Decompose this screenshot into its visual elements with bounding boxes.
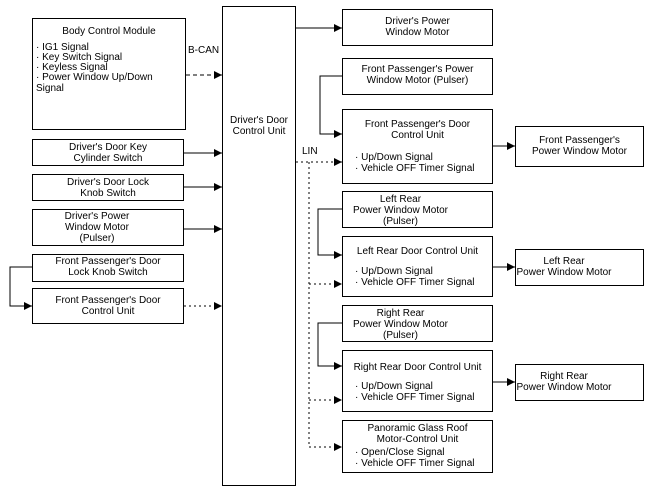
bcm-title: Body Control Module	[62, 26, 156, 37]
roof-control-unit-signals: · Open/Close Signal · Vehicle OFF Timer …	[355, 447, 475, 469]
fp-pulser-loop	[319, 75, 342, 138]
driver-motor-pulser-box	[32, 209, 184, 246]
lr-unit-title: Left Rear Door Control Unit	[356, 246, 479, 257]
rr-window-motor-box	[515, 364, 644, 401]
lr-pulser-box	[342, 191, 493, 228]
fp-pulser-box	[342, 58, 493, 95]
bcan-label: B-CAN	[188, 45, 220, 56]
rr-pulser-label: Right Rear Power Window Motor (Pulser)	[352, 308, 449, 341]
fp-lock-knob-switch-label: Front Passenger's Door Lock Knob Switch	[55, 256, 161, 278]
lr-unit-signals: · Up/Down Signal · Vehicle OFF Timer Sig…	[355, 266, 475, 288]
driver-door-control-unit-box	[222, 6, 296, 486]
driver-motor-pulser-label: Driver's Power Window Motor (Pulser)	[64, 211, 130, 244]
fp-control-unit-left-label: Front Passenger's Door Control Unit	[55, 295, 161, 317]
body-control-module-box	[32, 18, 186, 130]
lock-knob-switch-box	[32, 174, 184, 201]
rr-window-motor-label: Right Rear Power Window Motor	[516, 371, 612, 393]
driver-window-motor-label: Driver's Power Window Motor	[385, 16, 450, 38]
rr-pulser-box	[342, 305, 493, 342]
fp-lock-knob-loop	[9, 266, 32, 310]
bcm-signal: · Power Window Up/Down Signal	[36, 72, 153, 94]
key-cylinder-switch-box	[32, 139, 184, 166]
bcm-signal: · Key Switch Signal	[36, 52, 123, 63]
lock-knob-switch-label: Driver's Door Lock Knob Switch	[67, 177, 149, 199]
rr-pulser-loop	[317, 322, 342, 370]
fp-door-control-unit-box	[342, 109, 493, 184]
lr-pulser-label: Left Rear Power Window Motor (Pulser)	[352, 194, 449, 227]
fp-lock-knob-switch-box	[32, 254, 184, 282]
lin-label: LIN	[302, 146, 318, 157]
fp-window-motor-box	[515, 126, 644, 167]
fp-control-unit-left-box	[32, 288, 184, 324]
key-cylinder-switch-label: Driver's Door Key Cylinder Switch	[68, 142, 148, 164]
lr-pulser-loop	[317, 208, 342, 259]
bcm-signal: · IG1 Signal	[36, 42, 89, 53]
lr-door-control-unit-box	[342, 236, 493, 297]
fp-unit-title: Front Passenger's Door Control Unit	[364, 119, 471, 141]
driver-window-motor-box	[342, 9, 493, 46]
rr-unit-signals: · Up/Down Signal · Vehicle OFF Timer Sig…	[355, 381, 475, 403]
roof-control-unit-box	[342, 420, 493, 473]
fp-window-motor-label: Front Passenger's Power Window Motor	[531, 135, 628, 157]
fp-pulser-label: Front Passenger's Power Window Motor (Pu…	[361, 64, 474, 86]
roof-control-unit-title: Panoramic Glass Roof Motor-Control Unit	[367, 423, 468, 445]
bcm-signal: · Keyless Signal	[36, 62, 108, 73]
lr-window-motor-label: Left Rear Power Window Motor	[516, 256, 612, 278]
driver-door-control-unit-label: Driver's Door Control Unit	[229, 115, 289, 137]
rr-unit-title: Right Rear Door Control Unit	[353, 362, 482, 373]
lr-window-motor-box	[515, 249, 644, 286]
rr-door-control-unit-box	[342, 350, 493, 412]
fp-unit-signals: · Up/Down Signal · Vehicle OFF Timer Sig…	[355, 152, 475, 174]
